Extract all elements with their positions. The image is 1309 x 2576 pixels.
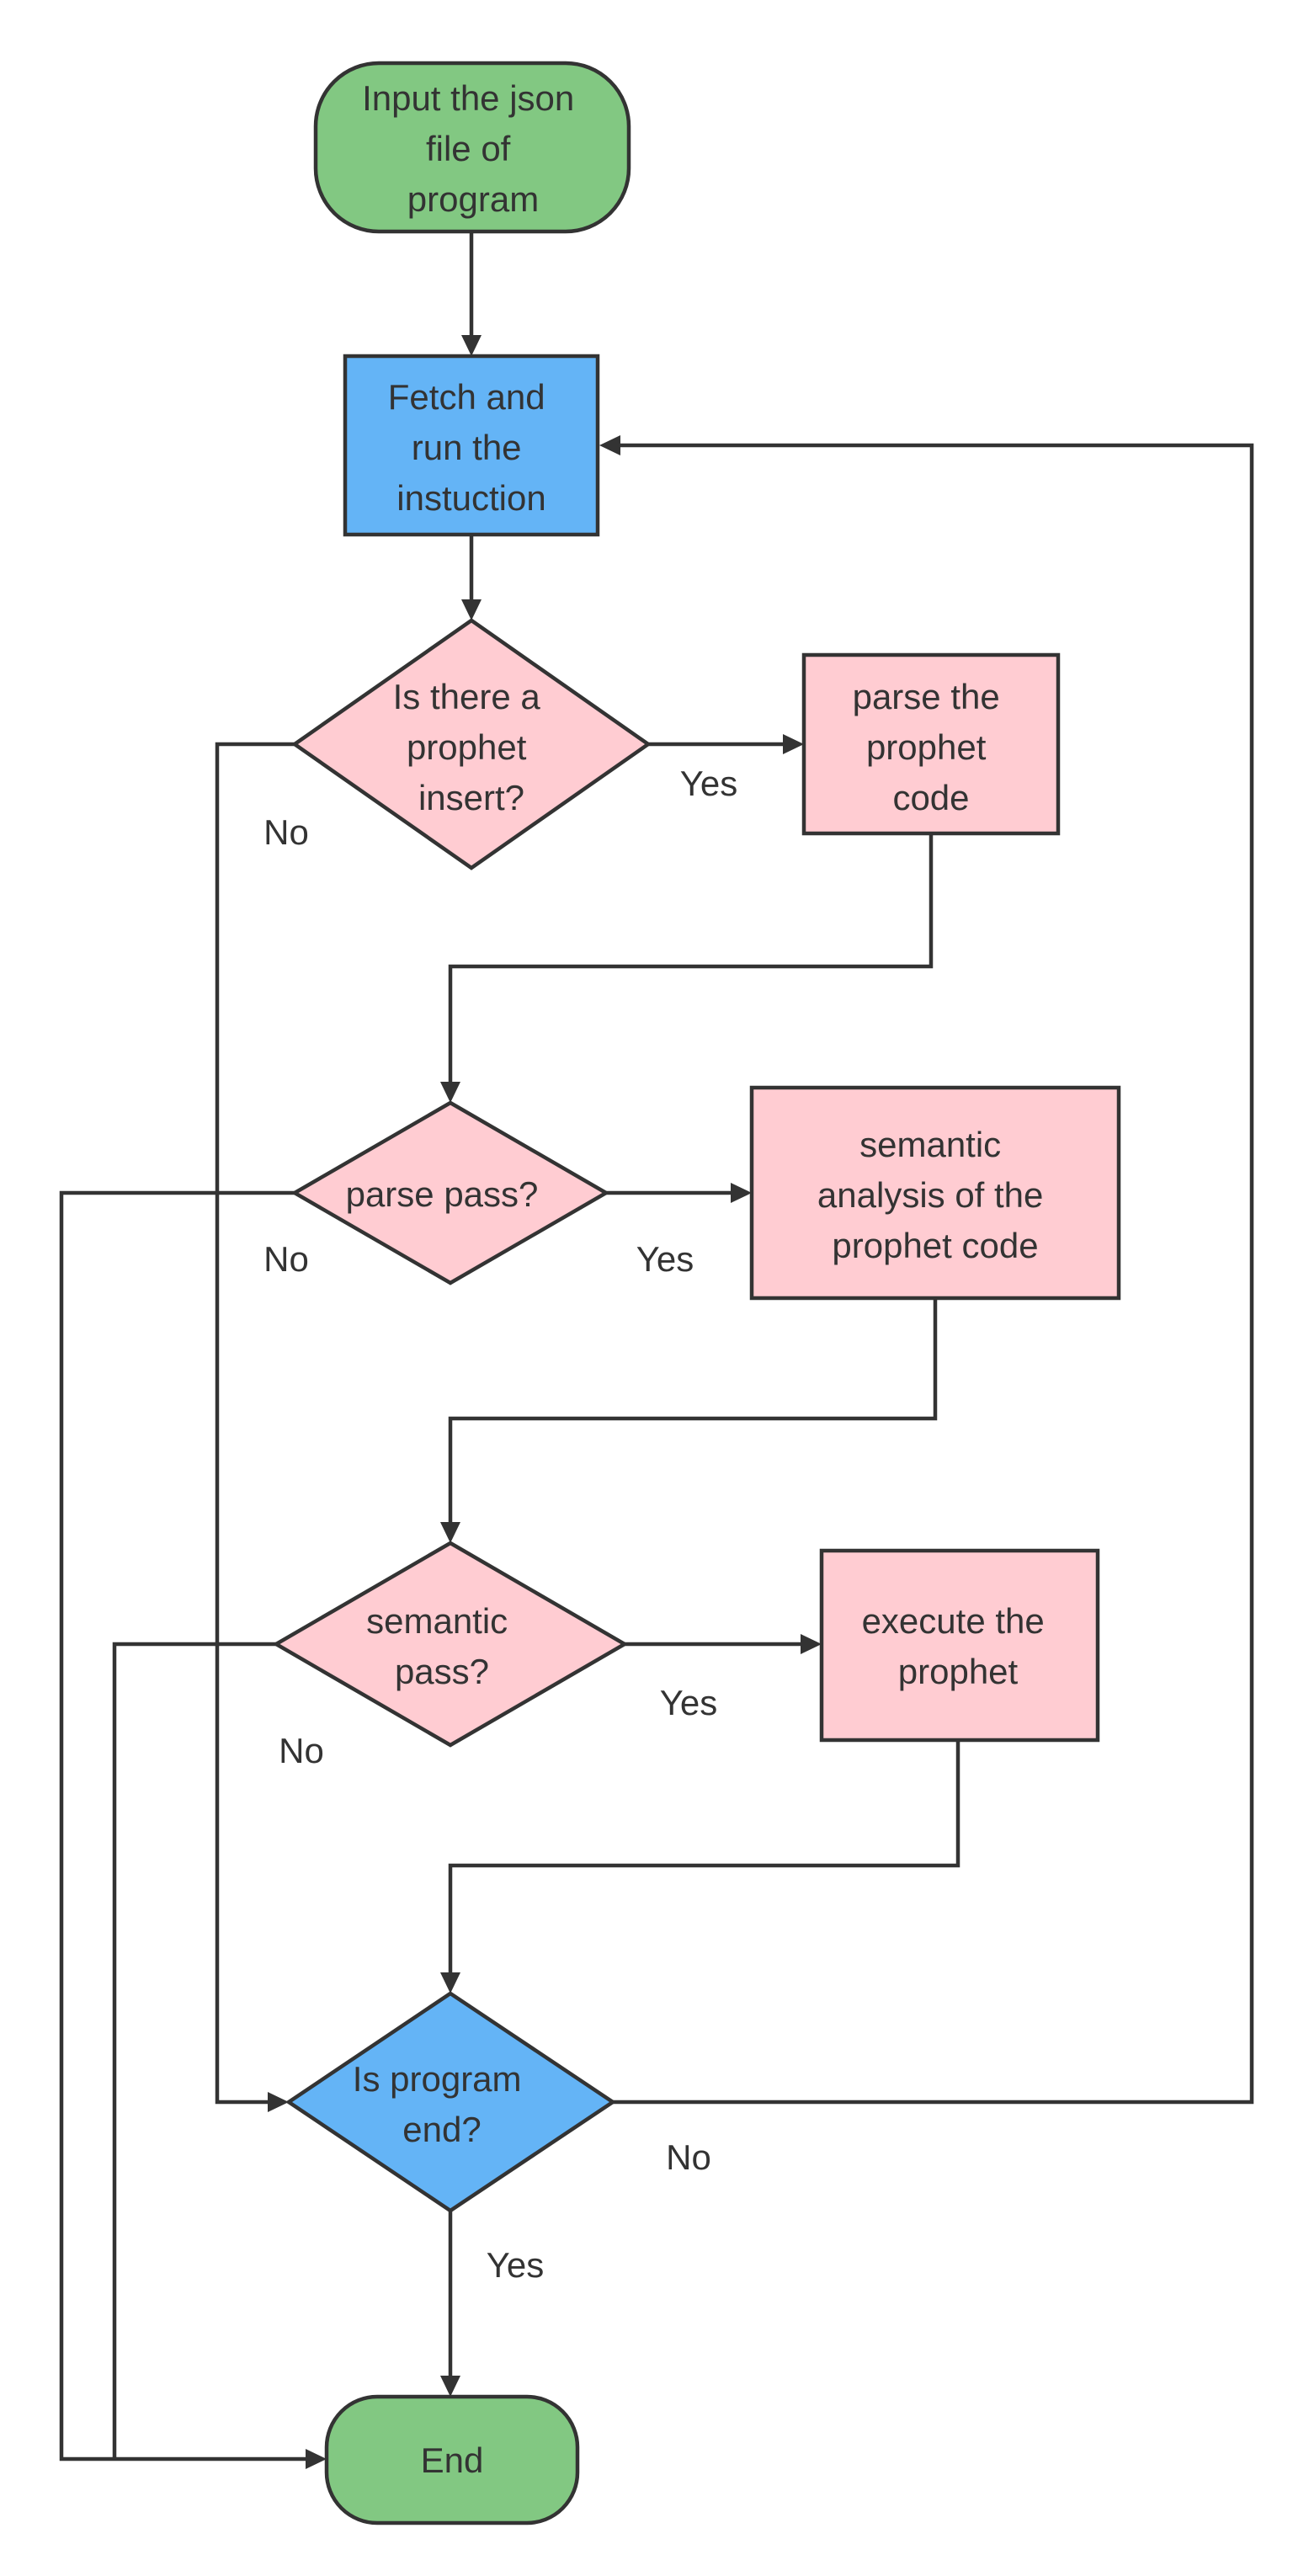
label-insert-no: No: [263, 812, 309, 852]
arrowhead-execute: [801, 1634, 822, 1654]
start-terminal: [313, 61, 631, 234]
edge-qsemantic-no-to-end: [112, 1642, 276, 2459]
semantic-pass-text: semantic pass?: [366, 1601, 518, 1691]
semantic-pass-decision: [272, 1541, 629, 1748]
arrowhead-end-left: [306, 2449, 327, 2469]
arrowhead-end: [440, 2376, 460, 2397]
parse-pass-text: parse pass?: [346, 1174, 539, 1214]
nodes: [272, 61, 1121, 2525]
execute-text: execute the prophet: [862, 1601, 1055, 1691]
label-parse-yes: Yes: [636, 1239, 694, 1279]
end-text: End: [421, 2440, 484, 2480]
arrowhead-semantic: [731, 1183, 752, 1203]
arrowhead-parse: [783, 734, 804, 754]
parse-pass-decision: [290, 1100, 610, 1285]
edges: [59, 232, 1254, 2469]
edge-semantic-to-qsemantic: [448, 1298, 938, 1522]
arrowhead-fetch-loop: [599, 435, 620, 455]
edge-execute-to-qend: [448, 1740, 960, 1972]
arrowhead-qend: [440, 1972, 460, 1993]
semantic-analysis-text: semantic analysis of the prophet code: [817, 1125, 1053, 1265]
arrowhead-qsemantic: [440, 1522, 460, 1543]
end-terminal: [324, 2394, 580, 2525]
arrowhead-qend-left: [268, 2092, 289, 2112]
program-end-text: Is program end?: [353, 2059, 531, 2149]
label-insert-yes: Yes: [680, 764, 738, 803]
label-parse-no: No: [263, 1239, 309, 1279]
start-text: Input the json file of program: [362, 78, 584, 219]
edge-qparse-no-to-end: [59, 1190, 306, 2462]
fetch-text: Fetch and run the instuction: [388, 377, 555, 518]
edge-insert-no-to-qend: [215, 742, 295, 2105]
parse-text: parse the prophet code: [853, 677, 1010, 817]
node-texts: Input the json file of program Fetch and…: [346, 78, 1055, 2480]
arrowhead-fetch: [461, 335, 482, 356]
arrowhead-insert: [461, 599, 482, 620]
label-semantic-no: No: [279, 1731, 324, 1770]
edge-parse-to-qparse: [448, 833, 934, 1082]
execute-process-box: [819, 1548, 1100, 1743]
prophet-insert-text: Is there a prophet insert?: [393, 677, 551, 817]
edge-labels: Yes No Yes No Yes No No Yes: [263, 764, 737, 2285]
fetch-process-box: [343, 354, 600, 537]
label-end-yes: Yes: [487, 2245, 545, 2285]
label-end-no: No: [666, 2137, 711, 2177]
edge-qend-no-to-fetch: [613, 443, 1254, 2105]
semantic-analysis-box: [749, 1085, 1121, 1301]
program-end-decision: [285, 1991, 617, 2213]
arrowhead-qparse: [440, 1082, 460, 1103]
label-semantic-yes: Yes: [660, 1683, 718, 1722]
prophet-insert-decision: [291, 618, 652, 870]
parse-process-box: [801, 652, 1061, 836]
